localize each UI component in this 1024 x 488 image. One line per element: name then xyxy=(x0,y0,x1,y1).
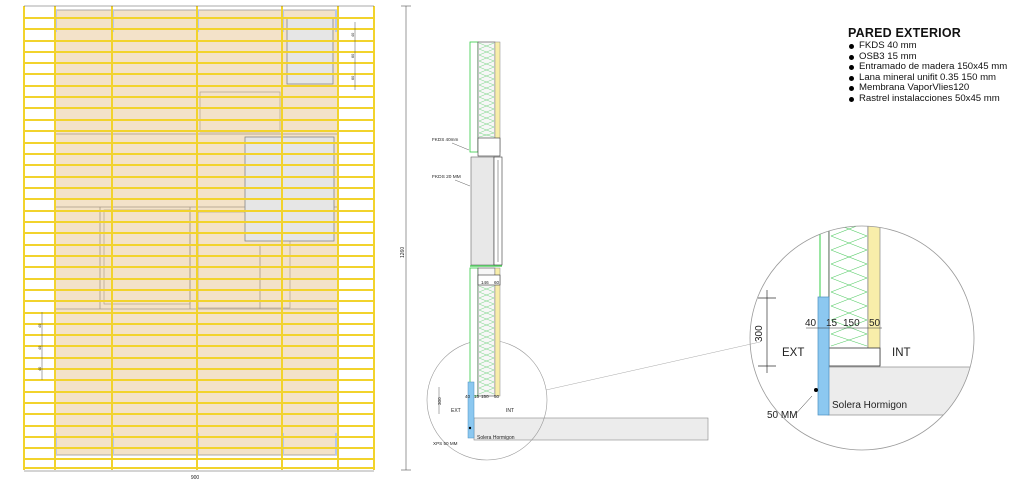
elevation-small-dim-3: 60 xyxy=(351,76,355,80)
hatch-line xyxy=(478,102,495,110)
section-layer-150: 150 xyxy=(481,394,489,399)
hatch-line xyxy=(478,78,495,86)
hatch-line xyxy=(478,42,495,50)
section-label-ext: EXT xyxy=(451,408,461,414)
elevation-small-dim-1: 40 xyxy=(351,33,355,37)
hatch-line xyxy=(478,321,495,329)
section-label-fkds20: FKDS 20 MM xyxy=(432,174,461,180)
elevation-bottom-dimension: 900 xyxy=(191,475,200,481)
hatch-line xyxy=(830,291,868,307)
hatch-line xyxy=(478,333,495,341)
hatch-line xyxy=(830,249,868,265)
hatch-line xyxy=(830,226,868,237)
detail-layer-15: 15 xyxy=(826,318,838,329)
legend-item: OSB3 15 mm xyxy=(848,51,1018,63)
elevation-small-dim-6: 40 xyxy=(38,367,42,371)
legend-item: FKDS 40 mm xyxy=(848,40,1018,52)
section-insulation-bottom xyxy=(478,285,495,395)
hatch-line xyxy=(478,351,495,359)
detail-label-ext: EXT xyxy=(782,347,804,359)
section-label-fkds40: FKDS 40mm xyxy=(432,137,458,142)
legend-item: Membrana VaporVlies120 xyxy=(848,83,1018,94)
section-dim-300: 300 xyxy=(437,397,442,405)
hatch-line xyxy=(830,305,868,321)
legend-item: Rastrel instalacciones 50x45 mm xyxy=(848,93,1018,105)
hatch-line xyxy=(478,309,495,317)
hatch-line xyxy=(830,319,868,335)
detail-layer-40: 40 xyxy=(805,318,817,329)
section-label-int: INT xyxy=(506,408,514,414)
hatch-line xyxy=(478,66,495,74)
detail-label-solera: Solera Hormigon xyxy=(832,400,907,411)
hatch-line xyxy=(478,126,495,134)
hatch-line xyxy=(478,303,495,311)
section-xps xyxy=(467,381,475,439)
detail-circle xyxy=(749,225,975,451)
hatch-line xyxy=(830,263,868,279)
stud xyxy=(335,433,338,455)
hatch-line xyxy=(478,114,495,122)
detail-label-xps: 50 MM xyxy=(767,410,798,421)
detail-dim-300: 300 xyxy=(754,325,765,342)
elevation-small-dim-4: 40 xyxy=(38,324,42,328)
hatch-line xyxy=(830,333,868,347)
legend-item: Lana mineral unifit 0.35 150 mm xyxy=(848,72,1018,84)
hatch-line xyxy=(478,297,495,305)
hatch-line xyxy=(478,84,495,92)
legend-list: FKDS 40 mm OSB3 15 mm Entramado de mader… xyxy=(848,40,1018,105)
hatch-line xyxy=(478,327,495,335)
legend-title: PARED EXTERIOR xyxy=(848,26,961,40)
section-dim-146: 146 xyxy=(481,280,489,285)
section-label-xps: XPS 50 MM xyxy=(433,441,458,446)
hatch-line xyxy=(478,285,495,293)
hatch-line xyxy=(478,381,495,389)
hatch-line xyxy=(478,120,495,128)
detail-concrete-slab xyxy=(827,366,974,416)
detail-label-int: INT xyxy=(892,347,911,359)
hatch-line xyxy=(478,291,495,299)
hatch-line xyxy=(478,48,495,56)
legend: PARED EXTERIOR FKDS 40 mm OSB3 15 mm Ent… xyxy=(848,26,1018,105)
hatch-line xyxy=(478,375,495,383)
hatch-line xyxy=(830,235,868,251)
detail-layer-50: 50 xyxy=(869,318,881,329)
hatch-line xyxy=(478,54,495,62)
detail-insulation xyxy=(830,226,868,347)
wall-section: FKDS 40mm FKDS 20 MM 146 60 300 40 15 15… xyxy=(426,41,761,461)
detail-xps xyxy=(817,296,830,416)
section-layer-15: 15 xyxy=(474,394,480,399)
section-dim-60: 60 xyxy=(494,280,500,285)
hatch-line xyxy=(478,132,495,138)
elevation-right-dimension: 1260 xyxy=(400,247,406,258)
hatch-line xyxy=(478,363,495,371)
legend-item: Entramado de madera 150x45 mm xyxy=(848,62,1018,73)
hatch-line xyxy=(478,345,495,353)
section-window xyxy=(470,156,495,266)
hatch-line xyxy=(478,369,495,377)
hatch-line xyxy=(478,72,495,80)
hatch-line xyxy=(478,90,495,98)
detail-layer-150: 150 xyxy=(843,318,860,329)
wall-elevation: 900 1260 40 60 60 40 40 40 xyxy=(23,5,411,481)
section-insulation-top xyxy=(478,42,495,138)
stud xyxy=(335,10,338,32)
hatch-line xyxy=(478,339,495,347)
hatch-line xyxy=(478,357,495,365)
hatch-line xyxy=(478,315,495,323)
wall-detail: 300 40 15 150 50 EXT INT 50 MM Solera Ho… xyxy=(749,225,975,451)
hatch-line xyxy=(478,60,495,68)
elevation-yellow-frame xyxy=(23,6,375,470)
hatch-line xyxy=(478,387,495,395)
section-layer-40: 40 xyxy=(465,394,471,399)
hatch-line xyxy=(478,96,495,104)
section-layer-50: 50 xyxy=(494,394,500,399)
hatch-line xyxy=(830,277,868,293)
hatch-line xyxy=(478,108,495,116)
section-label-solera: Solera Hormigon xyxy=(477,435,515,441)
elevation-small-dim-2: 60 xyxy=(351,54,355,58)
elevation-small-dim-5: 40 xyxy=(38,346,42,350)
